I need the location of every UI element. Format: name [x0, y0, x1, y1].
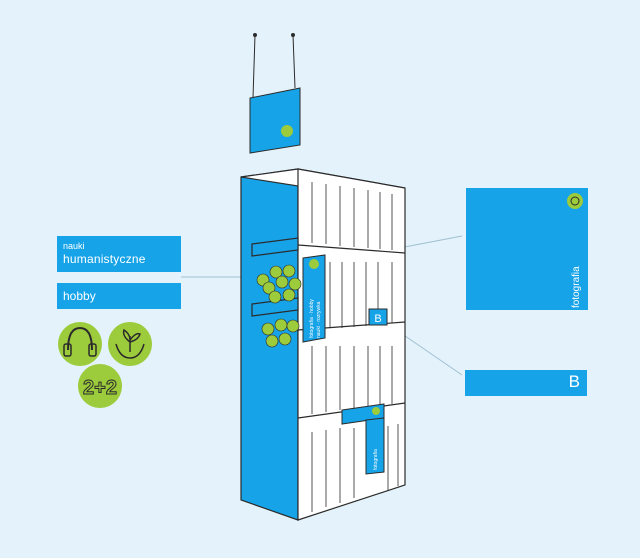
books-row-2 — [329, 262, 393, 328]
category-label-small-text: nauki — [63, 241, 85, 251]
books-row-1 — [311, 182, 393, 250]
green-dot-icon — [567, 193, 583, 209]
shelf-b-tag — [368, 308, 388, 326]
side-dots — [256, 264, 302, 348]
category-label-big-text: humanistyczne — [63, 252, 146, 266]
section-b-label: B — [465, 370, 587, 396]
hobby-icons: 2+2 — [58, 322, 152, 408]
book-cover-spine-2: nauki · rozrywka — [316, 301, 322, 338]
section-b-letter: B — [568, 372, 580, 391]
shelf-interior — [297, 168, 406, 521]
headphones-icon — [58, 322, 102, 366]
category-label-hobby: hobby — [57, 283, 181, 309]
books-row-3 — [311, 346, 393, 414]
book-cover-front — [302, 254, 326, 343]
shelf-board-1 — [297, 244, 406, 254]
books-row-4 — [311, 424, 399, 512]
fotografia-panel: fotografia — [466, 188, 588, 310]
shelf-flag-dot — [372, 407, 380, 415]
hanging-sign-dot — [281, 125, 293, 137]
shelf-flag-hanger — [365, 417, 385, 475]
book-cover-dot — [309, 259, 319, 269]
shelf-flag-label: fotografia — [373, 449, 379, 470]
camera-lens-icon — [570, 196, 580, 206]
book-cover-spine-1: fotografia · hobby — [309, 299, 315, 338]
fotografia-panel-graphics: fotografia — [567, 193, 583, 308]
side-slot-1 — [251, 237, 299, 257]
shelf-b-letter: B — [374, 313, 381, 325]
math-2plus2-text: 2+2 — [83, 377, 117, 399]
side-slot-2 — [251, 297, 299, 317]
math-2plus2-icon — [78, 364, 122, 408]
hanging-sign-panel — [249, 87, 301, 154]
hanging-sign — [249, 33, 301, 154]
fotografia-label: fotografia — [571, 266, 582, 308]
category-label-nauki-humanistyczne: nauki humanistyczne — [57, 236, 181, 272]
